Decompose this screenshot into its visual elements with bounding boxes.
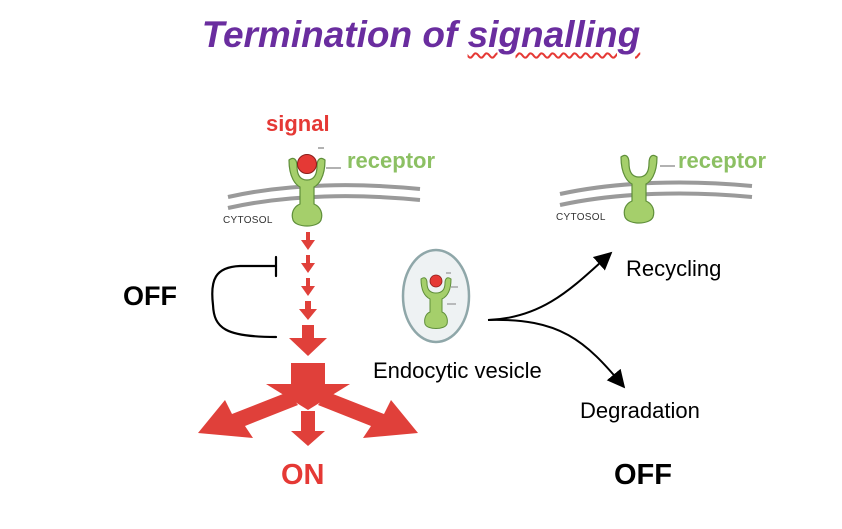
cascade-arrow-1 <box>301 232 315 250</box>
degradation-label: Degradation <box>580 398 700 423</box>
page-title: Termination of signalling <box>0 14 842 56</box>
cascade-arrow-3 <box>301 278 315 296</box>
on-label: ON <box>281 459 325 491</box>
signal-label: signal <box>266 111 330 136</box>
title-underlined-word: signalling <box>467 14 641 55</box>
membrane-right <box>559 180 753 207</box>
receptor-free-icon <box>620 154 675 224</box>
endocytic-vesicle-icon <box>401 248 471 344</box>
cascade-arrow-6 <box>266 363 350 410</box>
cascade-arrow-left <box>198 392 298 438</box>
cascade-arrow-2 <box>301 255 315 273</box>
receptor-label-right: receptor <box>678 148 767 173</box>
off-label-feedback: OFF <box>123 281 177 311</box>
title-prefix: Termination of <box>201 14 468 55</box>
endocytic-vesicle-label: Endocytic vesicle <box>373 358 542 383</box>
cascade-arrow-right <box>318 392 418 438</box>
curved-arrow-recycling-icon <box>487 251 613 321</box>
receptor-bound-icon <box>288 147 341 227</box>
cytosol-label-left: CYTOSOL <box>223 215 273 226</box>
membrane-left <box>227 183 421 210</box>
inhibition-bracket-icon <box>211 255 278 339</box>
cascade-arrow-down <box>291 411 325 446</box>
cytosol-label-right: CYTOSOL <box>556 212 606 223</box>
curved-arrow-degradation-icon <box>487 318 626 389</box>
cascade-arrow-4 <box>299 301 317 320</box>
receptor-label-left: receptor <box>347 148 436 173</box>
cascade-arrow-5 <box>289 325 327 356</box>
signal-cascade-arrows <box>198 232 418 446</box>
off-label-endocytosis: OFF <box>614 459 672 491</box>
recycling-label: Recycling <box>626 256 722 281</box>
